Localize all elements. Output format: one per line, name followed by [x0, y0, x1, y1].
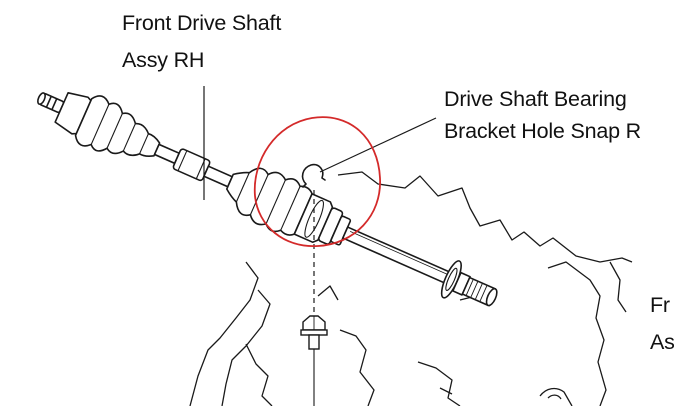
- highlight-circle: [253, 116, 381, 247]
- outer-spline-stub: [37, 92, 65, 114]
- inner-boot-folds: [235, 172, 301, 231]
- snap-ring: [301, 163, 326, 188]
- mounting-bolt: [300, 315, 328, 406]
- shaft-label-line2: Assy RH: [122, 48, 205, 72]
- outer-cv-boot: [74, 95, 161, 158]
- shaft-label-line1: Front Drive Shaft: [122, 11, 282, 35]
- right-label-line1: Fr: [650, 293, 670, 317]
- snap-ring-label-line2: Bracket Hole Snap R: [444, 119, 641, 143]
- snap-ring-label-line1: Drive Shaft Bearing: [444, 87, 627, 111]
- snap-ring-label-leader: [319, 117, 437, 173]
- right-label-line2: As: [650, 330, 674, 354]
- drive-shaft-assembly: [37, 92, 498, 307]
- outer-boot-folds: [90, 104, 149, 155]
- shaft-section: [203, 165, 234, 188]
- transmission-housing-outline: [189, 171, 633, 406]
